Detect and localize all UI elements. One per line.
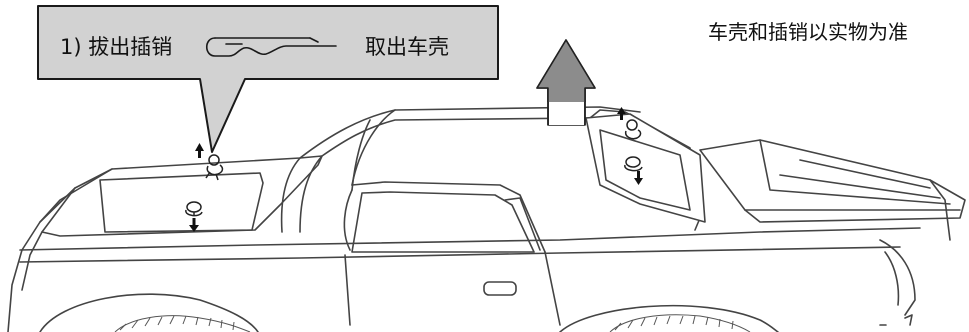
up-arrow-icon	[617, 107, 626, 120]
r-clip-icon	[205, 37, 337, 57]
down-arrow-icon	[189, 218, 199, 232]
body-clip-icon	[205, 154, 224, 181]
down-arrow-icon	[634, 171, 643, 185]
car-body-illustration	[7, 106, 966, 332]
body-clip-icon	[185, 201, 203, 217]
body-clip-icon	[624, 119, 642, 140]
callout-box	[37, 5, 499, 153]
note-text: 车壳和插销以实物为准	[708, 20, 908, 44]
up-arrow-icon	[195, 143, 204, 158]
body-clip-icon	[624, 156, 643, 172]
front-tire	[114, 315, 251, 332]
callout-step-text: 1) 拔出插销	[60, 35, 172, 59]
rear-tire	[609, 314, 751, 332]
callout-action-text: 取出车壳	[365, 35, 449, 59]
